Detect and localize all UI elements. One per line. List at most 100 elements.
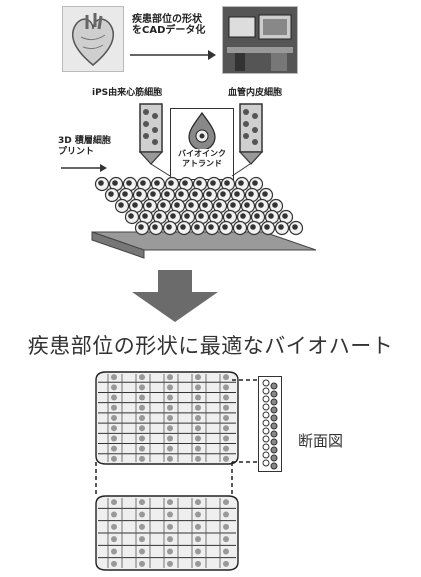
strip-cell — [262, 435, 270, 443]
strip-cell — [270, 430, 278, 438]
slab-cell — [111, 560, 117, 567]
strip-cell — [270, 414, 278, 422]
slab-cell — [195, 445, 201, 452]
slab-cell — [167, 445, 173, 452]
slab-cell — [195, 384, 201, 391]
slab-cell — [167, 374, 173, 381]
slab-cell — [223, 384, 229, 391]
sphere-array — [94, 176, 304, 236]
cell-nucleus — [182, 180, 188, 186]
slab-cell — [167, 548, 173, 555]
slab-cell — [167, 394, 173, 401]
cell-nucleus — [112, 180, 118, 186]
slab-cell — [139, 511, 145, 518]
workstation-photo — [222, 6, 298, 74]
slab-cell — [139, 374, 145, 381]
cell-nucleus — [118, 202, 124, 208]
arrow-down-icon — [132, 270, 218, 322]
slab-cell — [223, 560, 229, 567]
cell-nucleus — [224, 180, 230, 186]
strip-cell — [262, 443, 270, 451]
slab-cell — [139, 499, 145, 506]
cell-nucleus — [222, 224, 228, 230]
cell-nucleus — [278, 224, 284, 230]
connector-lines — [150, 163, 251, 177]
label-cross-section: 断面図 — [298, 432, 344, 450]
arrow-print-icon — [61, 164, 107, 172]
strip-cell — [270, 454, 278, 462]
slab-cell — [139, 435, 145, 442]
cross-section-pattern — [262, 379, 278, 470]
slab-cell — [139, 404, 145, 411]
workstation-icon — [223, 7, 297, 73]
main-title: 疾患部位の形状に最適なバイオハート — [27, 334, 394, 358]
cell-nucleus — [210, 180, 216, 186]
cell-nucleus — [192, 191, 198, 197]
bioink-box: バイオインク アトランド — [170, 108, 234, 180]
strip-cell — [262, 451, 270, 459]
slab-cell — [139, 560, 145, 567]
slab-cell — [167, 560, 173, 567]
cross-section-strip — [258, 376, 282, 472]
cell-nucleus — [140, 180, 146, 186]
cell-nucleus — [108, 191, 114, 197]
slab-cell — [195, 404, 201, 411]
cell-nucleus — [160, 202, 166, 208]
label-3d-print: 3D 積層細胞 プリント — [58, 136, 111, 157]
cell-nucleus — [146, 202, 152, 208]
slab-cell — [195, 394, 201, 401]
cell-nucleus — [178, 191, 184, 197]
slab-cell — [111, 499, 117, 506]
strip-cell — [262, 395, 270, 403]
slab-cell — [195, 523, 201, 530]
slab-cell — [223, 499, 229, 506]
bioink-label: バイオインク アトランド — [178, 149, 226, 168]
cell-nucleus — [250, 224, 256, 230]
slab-cell — [223, 435, 229, 442]
slab-cell — [167, 511, 173, 518]
strip-cell — [262, 387, 270, 395]
slab-cell — [223, 536, 229, 543]
cell-nucleus — [220, 191, 226, 197]
slab-cell — [223, 511, 229, 518]
cell-nucleus — [128, 213, 134, 219]
strip-cell — [270, 422, 278, 430]
cell-nucleus — [138, 224, 144, 230]
cell-nucleus — [234, 191, 240, 197]
slab-cell — [111, 374, 117, 381]
slab-cell — [223, 415, 229, 421]
slab-cell — [195, 435, 201, 442]
slab-cell — [223, 445, 229, 452]
slab-cell — [223, 548, 229, 555]
slab-cell — [167, 425, 173, 432]
cell-nucleus — [122, 191, 128, 197]
slab-cell — [223, 374, 229, 381]
cell-nucleus — [152, 224, 158, 230]
slab-cell — [195, 536, 201, 543]
cell-nucleus — [98, 180, 104, 186]
cell-nucleus — [168, 180, 174, 186]
cell-nucleus — [292, 224, 298, 230]
label-ips-cells: iPS由来心筋細胞 — [92, 88, 163, 98]
slab-cell — [111, 445, 117, 452]
slab-cell — [223, 404, 229, 411]
slab-cell — [111, 394, 117, 401]
strip-cell — [270, 446, 278, 454]
slab-cell — [111, 384, 117, 391]
slab-cell — [195, 499, 201, 506]
slab-cell — [167, 435, 173, 442]
cell-nucleus — [164, 191, 170, 197]
slab-cell — [167, 536, 173, 543]
strip-cell — [270, 390, 278, 398]
slab-cell — [139, 415, 145, 421]
cell-nucleus — [156, 213, 162, 219]
slab-cell — [111, 404, 117, 411]
slab-cell — [111, 435, 117, 442]
slab-cell — [139, 445, 145, 452]
slab-cell — [195, 415, 201, 421]
slab-cell — [139, 455, 145, 462]
nozzle-right-icon — [238, 103, 264, 165]
slab-cell — [139, 394, 145, 401]
cell-nucleus — [238, 180, 244, 186]
caption-cad: 疾患部位の形状 をCADデータ化 — [132, 14, 206, 36]
